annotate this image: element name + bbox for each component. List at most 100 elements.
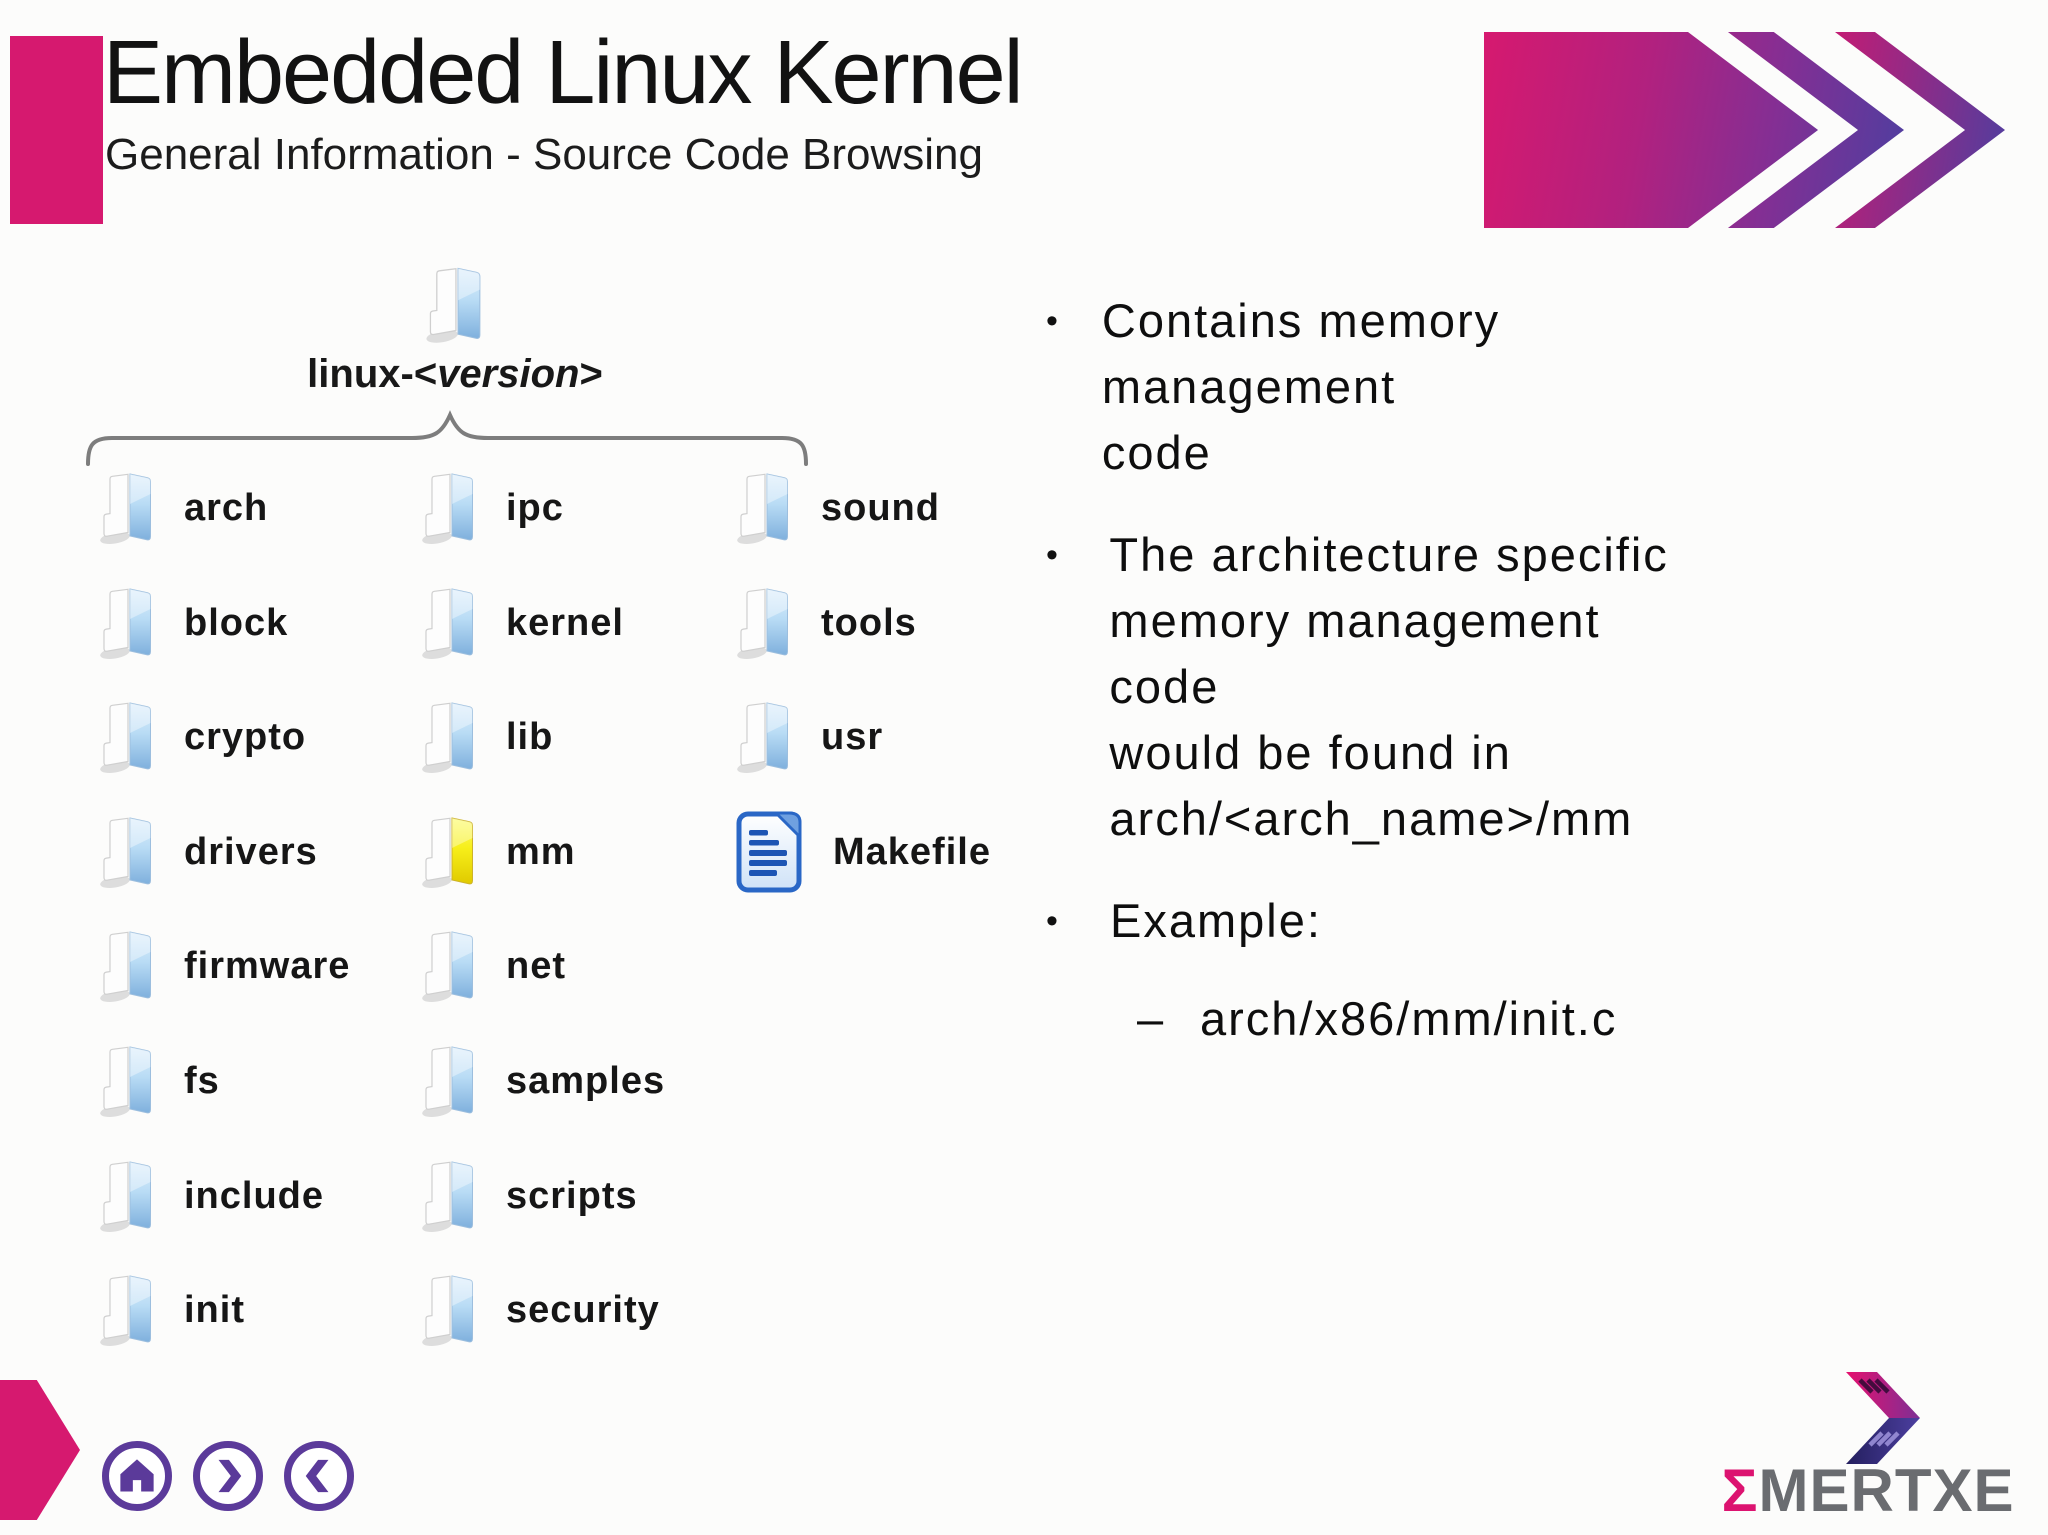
previous-icon bbox=[305, 1459, 329, 1493]
bullet-marker: • bbox=[1046, 902, 1058, 940]
folder-icon bbox=[422, 931, 473, 1003]
tree-item-label: init bbox=[184, 1288, 245, 1331]
sub-bullet-item: –arch/x86/mm/init.c bbox=[1040, 986, 1720, 1052]
tree-item-label: firmware bbox=[184, 944, 351, 987]
tree-item-label: drivers bbox=[184, 830, 318, 873]
tree-item-label: net bbox=[506, 944, 566, 987]
tree-item-label: Makefile bbox=[833, 830, 991, 873]
tree-item-drivers[interactable]: drivers bbox=[98, 802, 318, 902]
next-button[interactable] bbox=[193, 1441, 263, 1511]
tree-item-label: ipc bbox=[506, 486, 564, 529]
bullet-item: • The architecture specific memory managem… bbox=[1040, 522, 1720, 852]
folder-icon bbox=[422, 473, 473, 545]
tree-item-label: usr bbox=[821, 715, 884, 758]
tree-item-mm[interactable]: mm bbox=[420, 802, 576, 902]
highlighted-folder-icon bbox=[422, 817, 473, 889]
root-folder[interactable] bbox=[424, 262, 490, 352]
sub-bullet-dash: – bbox=[1137, 992, 1166, 1045]
folder-icon bbox=[100, 931, 151, 1003]
home-button[interactable] bbox=[102, 1441, 172, 1511]
folder-icon bbox=[100, 1161, 151, 1233]
folder-icon bbox=[422, 1161, 473, 1233]
bullet-line: The architecture specific bbox=[1109, 528, 1669, 581]
bullet-marker: • bbox=[1046, 302, 1058, 340]
tree-item-label: block bbox=[184, 601, 289, 644]
folder-icon bbox=[100, 817, 151, 889]
tree-item-init[interactable]: init bbox=[98, 1260, 245, 1360]
root-label-prefix: linux-< bbox=[307, 352, 438, 396]
tree-item-tools[interactable]: tools bbox=[735, 573, 917, 673]
tree-item-firmware[interactable]: firmware bbox=[98, 916, 350, 1016]
tree-item-fs[interactable]: fs bbox=[98, 1031, 220, 1131]
tree-item-label: security bbox=[506, 1288, 660, 1331]
tree-item-label: fs bbox=[184, 1059, 220, 1102]
bullet-item: • Contains memory management code bbox=[1040, 288, 1720, 486]
nav-bar bbox=[102, 1441, 354, 1511]
tree-item-crypto[interactable]: crypto bbox=[98, 687, 306, 787]
tree-item-samples[interactable]: samples bbox=[420, 1031, 665, 1131]
page-title: Embedded Linux Kernel bbox=[103, 23, 1024, 123]
folder-icon bbox=[737, 473, 788, 545]
bullet-line: code bbox=[1101, 426, 1212, 479]
bullet-line: arch/<arch_name>/mm bbox=[1109, 792, 1634, 845]
tree-item-kernel[interactable]: kernel bbox=[420, 573, 624, 673]
tree-item-arch[interactable]: arch bbox=[98, 458, 268, 558]
corner-arrow-graphic bbox=[0, 1380, 80, 1520]
next-icon bbox=[218, 1459, 242, 1493]
folder-icon bbox=[422, 588, 473, 660]
logo-chevron-icon bbox=[1846, 1372, 1920, 1464]
bullet-line: Contains memory management bbox=[1101, 294, 1501, 413]
header-arrow-graphic bbox=[1484, 32, 2009, 228]
tree-item-usr[interactable]: usr bbox=[735, 687, 883, 787]
tree-item-label: scripts bbox=[506, 1174, 638, 1217]
tree-item-ipc[interactable]: ipc bbox=[420, 458, 564, 558]
folder-icon bbox=[422, 702, 473, 774]
folder-icon bbox=[426, 267, 481, 343]
tree-item-makefile[interactable]: Makefile bbox=[735, 802, 991, 902]
tree-item-security[interactable]: security bbox=[420, 1260, 660, 1360]
folder-icon bbox=[100, 1275, 151, 1347]
folder-icon bbox=[100, 473, 151, 545]
tree-item-lib[interactable]: lib bbox=[420, 687, 553, 787]
makefile-document-icon bbox=[736, 811, 802, 893]
tree-item-label: kernel bbox=[506, 601, 624, 644]
tree-item-label: sound bbox=[821, 486, 940, 529]
bullet-list: • Contains memory management code • The arch… bbox=[1040, 288, 1720, 1088]
folder-icon bbox=[737, 702, 788, 774]
bullet-line: memory management code bbox=[1109, 594, 1601, 713]
page-subtitle: General Information - Source Code Browsi… bbox=[105, 130, 983, 179]
tree-item-label: arch bbox=[184, 486, 269, 529]
previous-button[interactable] bbox=[284, 1441, 354, 1511]
logo-text: ΣMERTXE bbox=[1712, 1456, 2024, 1525]
accent-bar bbox=[10, 36, 103, 224]
sub-bullet-text: arch/x86/mm/init.c bbox=[1200, 992, 1618, 1045]
tree-item-label: include bbox=[184, 1174, 325, 1217]
root-label-suffix: > bbox=[579, 352, 603, 396]
root-folder-label: linux-<version> bbox=[255, 352, 655, 397]
folder-icon bbox=[422, 1046, 473, 1118]
tree-item-block[interactable]: block bbox=[98, 573, 288, 673]
bullet-line: Example: bbox=[1110, 894, 1322, 947]
folder-icon bbox=[100, 588, 151, 660]
folder-icon bbox=[737, 588, 788, 660]
tree-item-label: tools bbox=[821, 601, 917, 644]
tree-item-sound[interactable]: sound bbox=[735, 458, 940, 558]
logo-sigma: Σ bbox=[1721, 1457, 1759, 1524]
tree-item-net[interactable]: net bbox=[420, 916, 566, 1016]
bullet-text: Contains memory management code bbox=[1102, 288, 1720, 486]
bullet-text: The architecture specific memory manageme… bbox=[1109, 522, 1720, 852]
folder-icon bbox=[422, 1275, 473, 1347]
tree-item-label: crypto bbox=[184, 715, 307, 758]
bullet-item: • Example: bbox=[1040, 888, 1720, 954]
bullet-line: would be found in bbox=[1109, 726, 1512, 779]
logo-name: MERTXE bbox=[1758, 1457, 2015, 1524]
brace-connector bbox=[86, 410, 808, 466]
tree-item-label: samples bbox=[506, 1059, 666, 1102]
tree-item-scripts[interactable]: scripts bbox=[420, 1146, 638, 1246]
bullet-marker: • bbox=[1046, 536, 1058, 574]
tree-item-label: mm bbox=[506, 830, 576, 873]
home-icon bbox=[120, 1459, 154, 1492]
tree-item-include[interactable]: include bbox=[98, 1146, 324, 1246]
